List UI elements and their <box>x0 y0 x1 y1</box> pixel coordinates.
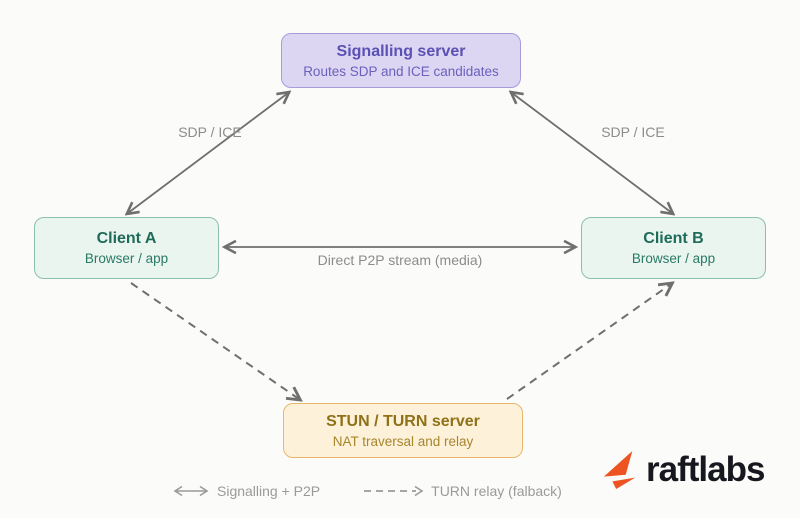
stun-turn-subtitle: NAT traversal and relay <box>332 433 474 449</box>
node-client-b: Client B Browser / app <box>581 217 766 279</box>
node-stun-turn-server: STUN / TURN server NAT traversal and rel… <box>283 403 523 458</box>
client-a-subtitle: Browser / app <box>84 251 169 266</box>
signalling-server-title: Signalling server <box>336 42 466 60</box>
stun-turn-title: STUN / TURN server <box>326 412 480 430</box>
client-b-title: Client B <box>643 230 704 247</box>
client-a-title: Client A <box>96 230 157 247</box>
legend-item-turn-relay: TURN relay (falback) <box>362 483 562 499</box>
signalling-server-subtitle: Routes SDP and ICE candidates <box>303 63 499 79</box>
edge-label-direct-p2p: Direct P2P stream (media) <box>317 252 483 268</box>
double-arrow-icon <box>173 485 209 497</box>
edge-label-sdp-ice-left: SDP / ICE <box>178 124 242 140</box>
dashed-arrow-icon <box>364 485 424 497</box>
node-signalling-server: Signalling server Routes SDP and ICE can… <box>281 33 521 88</box>
legend-label-turn-relay: TURN relay (falback) <box>431 483 562 499</box>
raftlabs-logo: raftlabs <box>601 448 765 492</box>
raftlabs-logo-text: raftlabs <box>646 450 765 489</box>
edge-signalling-client-b <box>512 93 672 213</box>
edge-stun-client-b <box>506 284 671 400</box>
edge-client-a-stun <box>130 282 299 399</box>
edge-label-sdp-ice-right: SDP / ICE <box>601 124 665 140</box>
legend-item-signalling-p2p: Signalling + P2P <box>172 483 320 499</box>
legend: Signalling + P2P TURN relay (falback) <box>172 483 562 499</box>
raftlabs-icon <box>603 451 636 489</box>
legend-label-signalling-p2p: Signalling + P2P <box>217 483 321 499</box>
node-client-a: Client A Browser / app <box>34 217 219 279</box>
client-b-subtitle: Browser / app <box>631 251 716 266</box>
edge-signalling-client-a <box>128 93 288 213</box>
